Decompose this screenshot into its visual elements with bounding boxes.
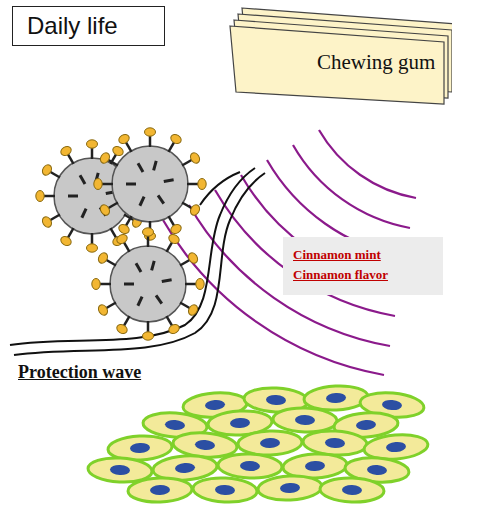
gum-label: Chewing gum [317,50,435,75]
virus-particle [36,128,206,340]
flavor-box: Cinnamon mintCinnamon flavor [283,237,443,295]
wave-label: Protection wave [18,362,141,383]
flavor-name: Cinnamon mint [293,245,443,265]
gum-pack: Chewing gum [222,2,452,108]
flavor-name: Cinnamon flavor [293,265,443,285]
section-title: Daily life [27,12,164,40]
section-box: Daily life [12,6,165,46]
cell-layer [87,384,429,503]
